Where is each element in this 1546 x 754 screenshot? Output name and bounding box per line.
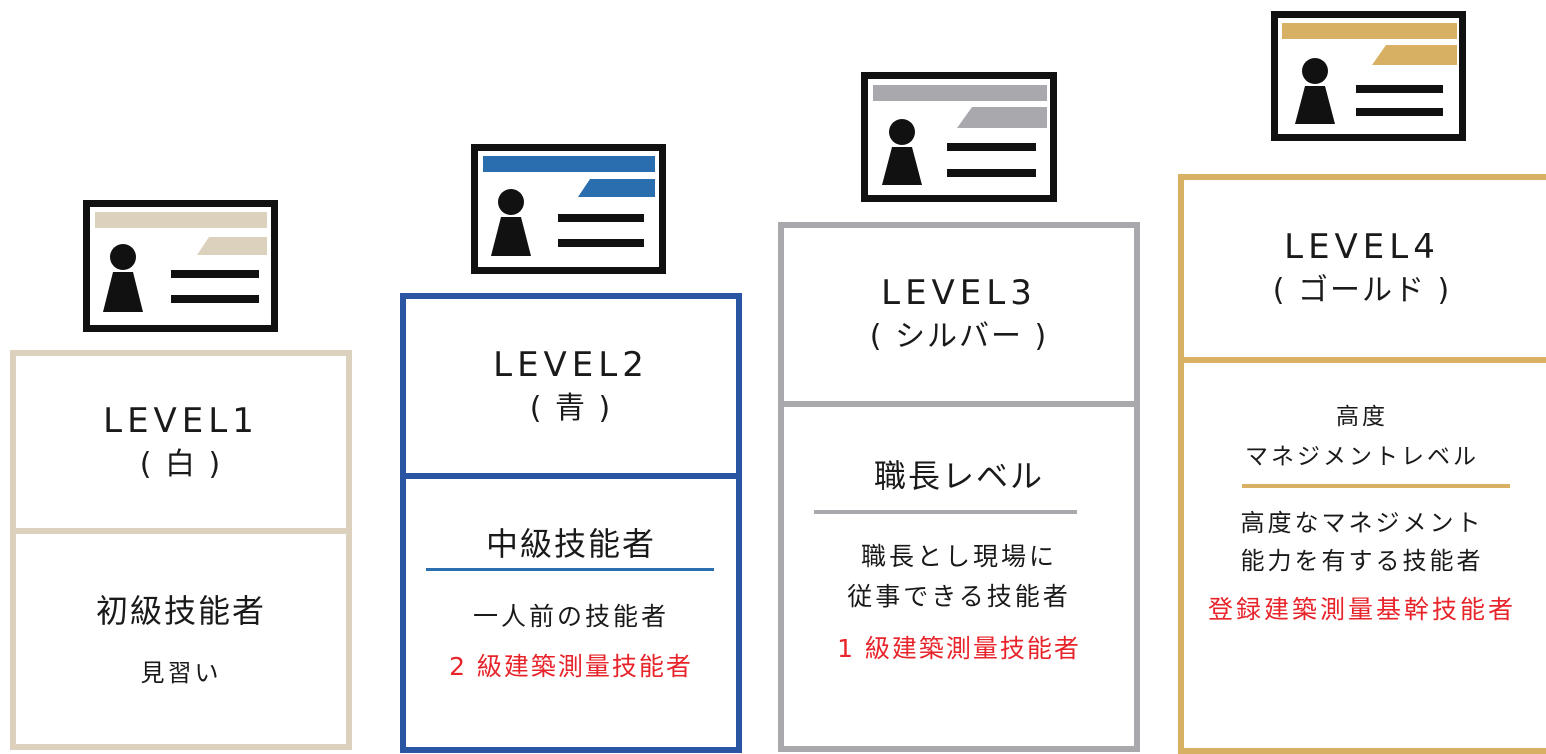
level-3-role: 職長レベル	[873, 457, 1044, 495]
level-1-title: LEVEL1	[103, 400, 259, 441]
level-1-role: 初級技能者	[95, 592, 266, 630]
level-3-role-underline	[814, 510, 1077, 514]
level-4-role-underline	[1242, 484, 1510, 488]
level-2-header-divider	[406, 473, 736, 479]
level-2-description: 一人前の技能者	[472, 602, 669, 631]
level-2-header: LEVEL2 ( 青 )	[406, 299, 736, 473]
level-3-body: 職長レベル 職長とし現場に 従事できる技能者 1 級建築測量技能者	[784, 407, 1134, 746]
id-card-icon-silver	[861, 72, 1057, 202]
level-2-title: LEVEL2	[493, 344, 649, 385]
level-4-role-line-2: マネジメントレベル	[1245, 444, 1479, 471]
level-1-header-divider	[16, 528, 346, 534]
id-card-icon-blue	[471, 144, 666, 274]
level-3-header-divider	[784, 401, 1134, 407]
level-4-description-line-1: 高度なマネジメント	[1240, 508, 1484, 537]
level-2-color-name: ( 青 )	[529, 390, 613, 426]
level-2-role-underline	[426, 568, 714, 571]
level-2-role: 中級技能者	[485, 525, 656, 563]
level-3-box: LEVEL3 ( シルバー ) 職長レベル 職長とし現場に 従事できる技能者 1…	[778, 222, 1140, 752]
level-4-header: LEVEL4 ( ゴールド )	[1184, 180, 1546, 357]
level-4-description-line-2: 能力を有する技能者	[1240, 546, 1484, 575]
level-4-box: LEVEL4 ( ゴールド ) 高度 マネジメントレベル 高度なマネジメント 能…	[1178, 174, 1546, 754]
level-3-color-name: ( シルバー )	[869, 319, 1049, 355]
level-4-role-line-1: 高度	[1336, 404, 1388, 430]
id-card-icon-white	[83, 200, 278, 332]
level-2-body: 中級技能者 一人前の技能者 2 級建築測量技能者	[406, 479, 736, 747]
level-2-box: LEVEL2 ( 青 ) 中級技能者 一人前の技能者 2 級建築測量技能者	[400, 293, 742, 753]
level-1-body: 初級技能者 見習い	[16, 534, 346, 744]
level-3-qualification: 1 級建築測量技能者	[837, 634, 1081, 663]
level-3-description-line-1: 職長とし現場に	[860, 542, 1057, 571]
level-3-header: LEVEL3 ( シルバー )	[784, 228, 1134, 401]
level-4-header-divider	[1184, 357, 1546, 363]
level-2-qualification: 2 級建築測量技能者	[449, 652, 693, 681]
level-3-title: LEVEL3	[881, 273, 1037, 314]
level-1-box: LEVEL1 ( 白 ) 初級技能者 見習い	[10, 350, 352, 750]
level-4-body: 高度 マネジメントレベル 高度なマネジメント 能力を有する技能者 登録建築測量基…	[1184, 363, 1546, 748]
id-card-icon-gold	[1271, 11, 1466, 141]
level-4-qualification: 登録建築測量基幹技能者	[1207, 595, 1516, 625]
level-1-description: 見習い	[140, 659, 222, 687]
level-1-color-name: ( 白 )	[139, 446, 223, 482]
level-4-title: LEVEL4	[1284, 227, 1440, 268]
level-1-header: LEVEL1 ( 白 )	[16, 356, 346, 528]
level-3-description-line-2: 従事できる技能者	[847, 582, 1071, 611]
level-4-color-name: ( ゴールド )	[1272, 273, 1452, 309]
